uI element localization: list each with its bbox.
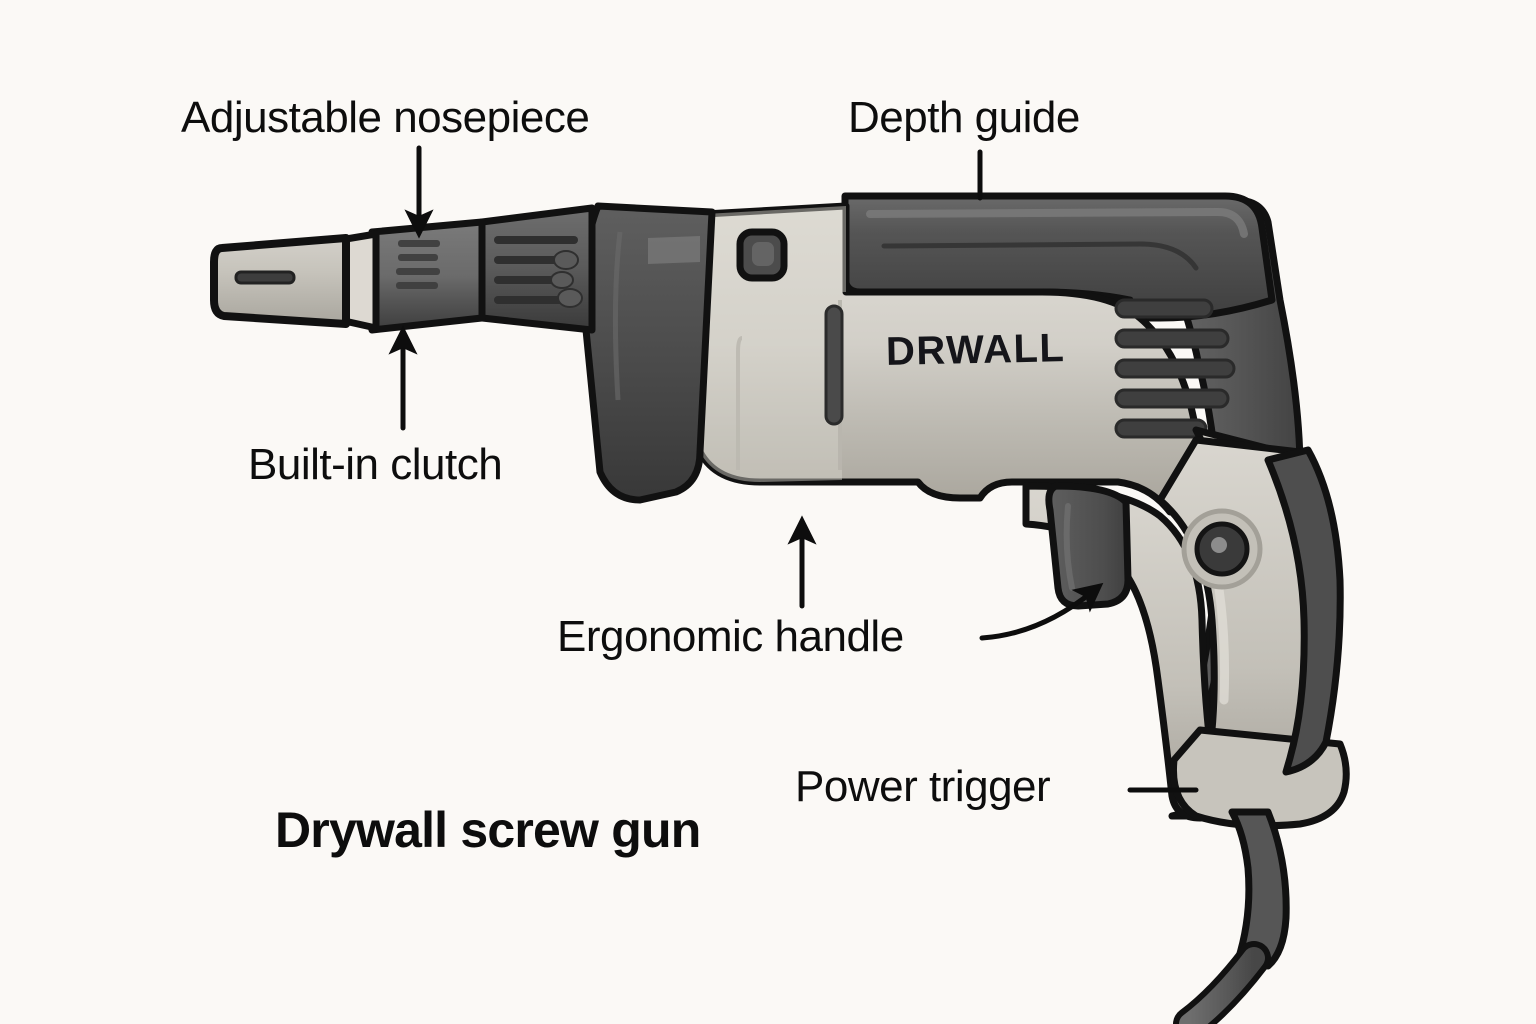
diagram-title: Drywall screw gun xyxy=(275,802,701,858)
forward-reverse-button-highlight xyxy=(752,242,774,266)
knurled-collar xyxy=(472,204,596,334)
vent-slot xyxy=(1114,358,1236,379)
nose-slot xyxy=(234,270,296,285)
gear-case-highlight xyxy=(648,236,700,264)
knurl-grooves xyxy=(494,236,583,308)
label-built-in-clutch: Built-in clutch xyxy=(248,440,503,489)
vent-slots xyxy=(1114,298,1236,439)
clutch-ribs xyxy=(396,240,440,289)
vent-slot xyxy=(1114,328,1230,349)
housing-panel-outline xyxy=(736,336,743,470)
housing-front-panel xyxy=(690,206,846,482)
shroud-inner-edge xyxy=(881,241,1199,271)
vent-slot xyxy=(1114,298,1214,319)
clutch-collar xyxy=(363,218,486,334)
label-adjustable-nosepiece: Adjustable nosepiece xyxy=(181,93,590,142)
label-power-trigger: Power trigger xyxy=(795,762,1051,811)
pointer-ergonomic-handle-curve xyxy=(979,582,1104,641)
trigger-paddle[interactable] xyxy=(1045,482,1132,610)
label-ergonomic-handle: Ergonomic handle xyxy=(557,612,904,661)
power-cord-fill xyxy=(1179,947,1265,1024)
handle-rear-grip xyxy=(1264,446,1344,776)
brand-text: DRWALL xyxy=(885,326,1066,374)
vent-slot xyxy=(1114,388,1230,409)
housing-vent-slot xyxy=(824,304,844,426)
gear-case-edge xyxy=(612,231,623,401)
shroud-highlight xyxy=(866,207,1248,238)
annotation-pointers xyxy=(388,145,1199,793)
vent-slot xyxy=(1114,418,1208,439)
trigger-highlight xyxy=(1063,503,1075,591)
screw-gun-body xyxy=(210,192,1350,1024)
lock-dial-center xyxy=(1211,537,1227,553)
label-depth-guide: Depth guide xyxy=(848,93,1080,142)
